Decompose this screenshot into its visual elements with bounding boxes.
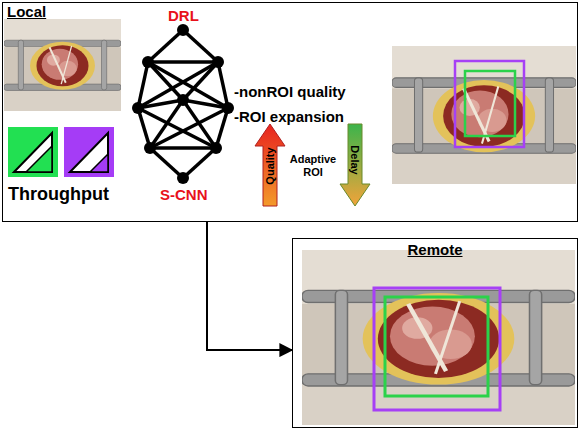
group-box: Remote — [292, 238, 578, 428]
box-title: Remote — [293, 241, 577, 258]
surgery-photo — [302, 250, 575, 425]
quality-arrow — [255, 124, 285, 206]
annotation-label: Delay — [349, 145, 361, 174]
flow-arrow — [207, 222, 292, 350]
annotation-label: -ROI expansion — [234, 108, 344, 125]
roi-outer — [455, 61, 524, 147]
neural-network — [132, 24, 234, 184]
throughput-icon — [64, 127, 114, 177]
surgery-photo — [392, 46, 576, 184]
roi-inner — [385, 297, 488, 396]
annotation-label: -nonROI quality — [234, 83, 346, 100]
throughput-icon — [8, 127, 58, 177]
surgery-photo — [4, 19, 121, 111]
annotation-label: DRL — [168, 7, 199, 24]
annotation-label: Adaptive ROI — [287, 153, 339, 178]
roi-inner — [465, 71, 515, 136]
box-title: Local — [7, 3, 46, 20]
annotation-label: Throughput — [8, 184, 109, 205]
delay-arrow — [340, 124, 370, 206]
roi-outer — [374, 288, 500, 410]
annotation-label: Quality — [264, 147, 276, 184]
annotation-label: S-CNN — [160, 186, 208, 203]
